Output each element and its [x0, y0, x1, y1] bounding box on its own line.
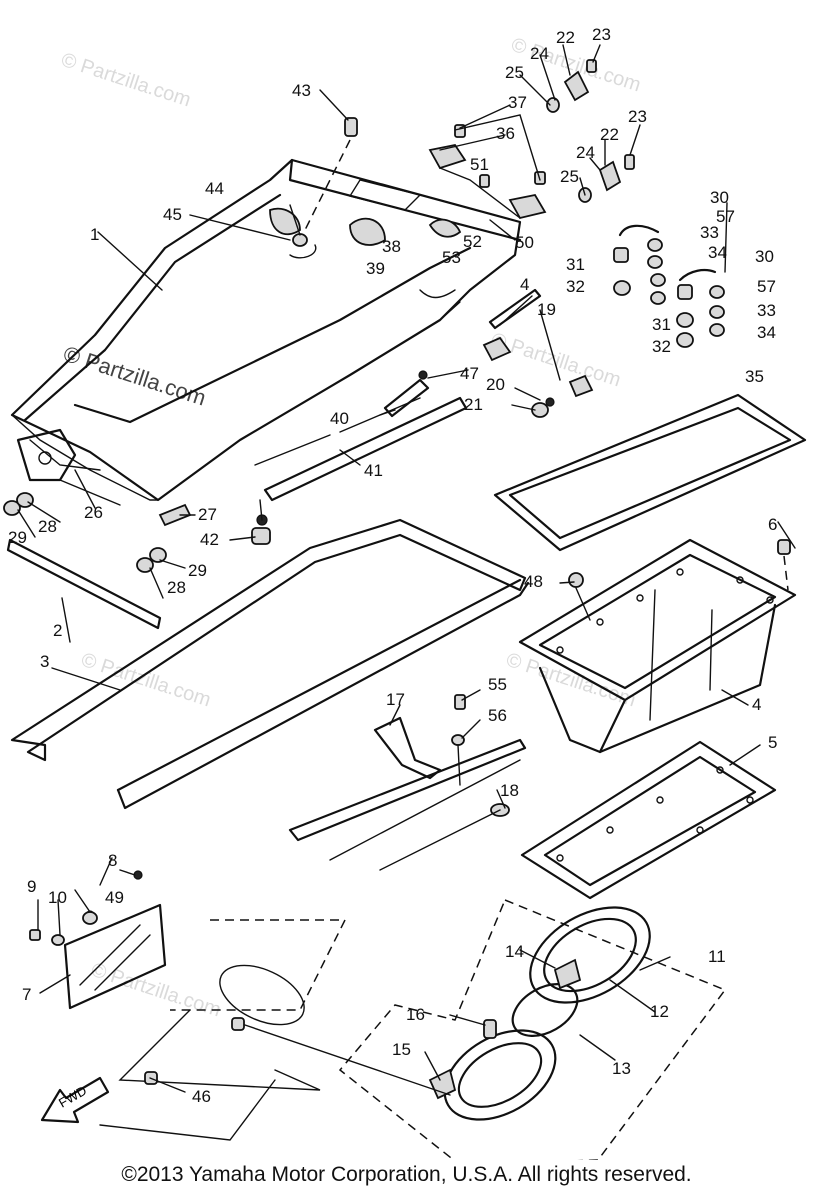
- callout-22b: 22: [600, 125, 619, 144]
- callout-12: 12: [650, 1002, 669, 1021]
- callout-16: 16: [406, 1005, 425, 1024]
- callout-37: 37: [508, 93, 527, 112]
- callout-6: 6: [768, 515, 777, 534]
- callout-9: 9: [27, 877, 36, 896]
- parts-30-34-57-fittings: [613, 224, 725, 348]
- callout-18: 18: [500, 781, 519, 800]
- callout-25a: 25: [505, 63, 524, 82]
- callout-21: 21: [464, 395, 483, 414]
- watermark: © Partzilla.com: [503, 649, 638, 712]
- callout-10: 10: [48, 888, 67, 907]
- callout-38: 38: [382, 237, 401, 256]
- callout-28a: 28: [38, 517, 57, 536]
- callout-49: 49: [105, 888, 124, 907]
- part-17-bracket: [288, 694, 527, 871]
- watermarks: © Partzilla.com © Partzilla.com © Partzi…: [58, 34, 643, 1022]
- callout-46: 46: [192, 1087, 211, 1106]
- part-1-hood: [10, 158, 522, 502]
- callout-42: 42: [200, 530, 219, 549]
- callout-32a: 32: [566, 277, 585, 296]
- watermark: © Partzilla.com: [488, 329, 623, 392]
- callout-48: 48: [524, 572, 543, 591]
- parts-6-48-bolts: [568, 539, 791, 621]
- part-5-gasket-lower: [520, 740, 777, 900]
- hatch-outline: [99, 919, 347, 1141]
- callout-39: 39: [366, 259, 385, 278]
- callout-4b: 4: [752, 695, 761, 714]
- callout-22a: 22: [556, 28, 575, 47]
- callout-32b: 32: [652, 337, 671, 356]
- callout-57a: 57: [716, 207, 735, 226]
- callout-23a: 23: [592, 25, 611, 44]
- copyright-notice: ©2013 Yamaha Motor Corporation, U.S.A. A…: [121, 1163, 692, 1186]
- callout-27: 27: [198, 505, 217, 524]
- part-41-stay: [251, 396, 468, 545]
- watermark: © Partzilla.com: [78, 649, 213, 712]
- callout-55: 55: [488, 675, 507, 694]
- callout-4a: 4: [520, 275, 529, 294]
- callout-25b: 25: [560, 167, 579, 186]
- part-26-latch: [16, 428, 121, 506]
- callout-41: 41: [364, 461, 383, 480]
- part-40-hinge: [383, 370, 430, 418]
- callout-33b: 33: [757, 301, 776, 320]
- callout-20: 20: [486, 375, 505, 394]
- callout-53: 53: [442, 248, 461, 267]
- part-11-inspection-cover: [338, 899, 727, 1160]
- callout-29a: 29: [8, 528, 27, 547]
- fwd-arrow: FWD: [40, 1076, 110, 1124]
- callout-28b: 28: [167, 578, 186, 597]
- part-19-plates: [482, 288, 594, 398]
- parts-diagram: © Partzilla.com © Partzilla.com © Partzi…: [3, 25, 807, 1160]
- callout-43: 43: [292, 81, 311, 100]
- callout-17: 17: [386, 690, 405, 709]
- callout-34b: 34: [757, 323, 776, 342]
- callout-15: 15: [392, 1040, 411, 1059]
- callout-26: 26: [84, 503, 103, 522]
- callout-19: 19: [537, 300, 556, 319]
- watermark-strong: © Partzilla.com: [60, 341, 209, 411]
- callout-47: 47: [460, 364, 479, 383]
- callout-30b: 30: [755, 247, 774, 266]
- part-4-storage-box: [518, 538, 797, 754]
- part-7-plate: [29, 870, 167, 1010]
- callout-51: 51: [470, 155, 489, 174]
- callouts: 1 2 3 4 4 5 6 7 8 9 10 11 12 13 14 15 16…: [8, 25, 777, 1106]
- part-35-gasket: [493, 393, 807, 552]
- callout-23b: 23: [628, 107, 647, 126]
- callout-30a: 30: [710, 188, 729, 207]
- part-2-rod: [6, 538, 162, 630]
- callout-14: 14: [505, 942, 524, 961]
- callout-45: 45: [163, 205, 182, 224]
- callout-2: 2: [53, 621, 62, 640]
- callout-57b: 57: [757, 277, 776, 296]
- watermark: © Partzilla.com: [58, 49, 193, 112]
- callout-11: 11: [708, 947, 726, 966]
- callout-1: 1: [90, 225, 99, 244]
- callout-29b: 29: [188, 561, 207, 580]
- callout-33a: 33: [700, 223, 719, 242]
- leader-lines: [17, 44, 796, 1096]
- callout-56: 56: [488, 706, 507, 725]
- callout-3: 3: [40, 652, 49, 671]
- callout-24b: 24: [576, 143, 595, 162]
- callout-13: 13: [612, 1059, 631, 1078]
- callout-36: 36: [496, 124, 515, 143]
- callout-31b: 31: [652, 315, 671, 334]
- parts-28-29-nuts: [3, 492, 192, 573]
- callout-24a: 24: [530, 44, 549, 63]
- callout-34a: 34: [708, 243, 727, 262]
- callout-5: 5: [768, 733, 777, 752]
- callout-44: 44: [205, 179, 224, 198]
- callout-7: 7: [22, 985, 31, 1004]
- part-3-trim-frame: [10, 518, 530, 810]
- callout-52: 52: [463, 232, 482, 251]
- callout-8: 8: [108, 851, 117, 870]
- callout-31a: 31: [566, 255, 585, 274]
- callout-40: 40: [330, 409, 349, 428]
- parts-43-45-bolts: [292, 117, 358, 247]
- callout-50: 50: [515, 233, 534, 252]
- callout-35: 35: [745, 367, 764, 386]
- part-20-21-nut-washer: [531, 397, 555, 418]
